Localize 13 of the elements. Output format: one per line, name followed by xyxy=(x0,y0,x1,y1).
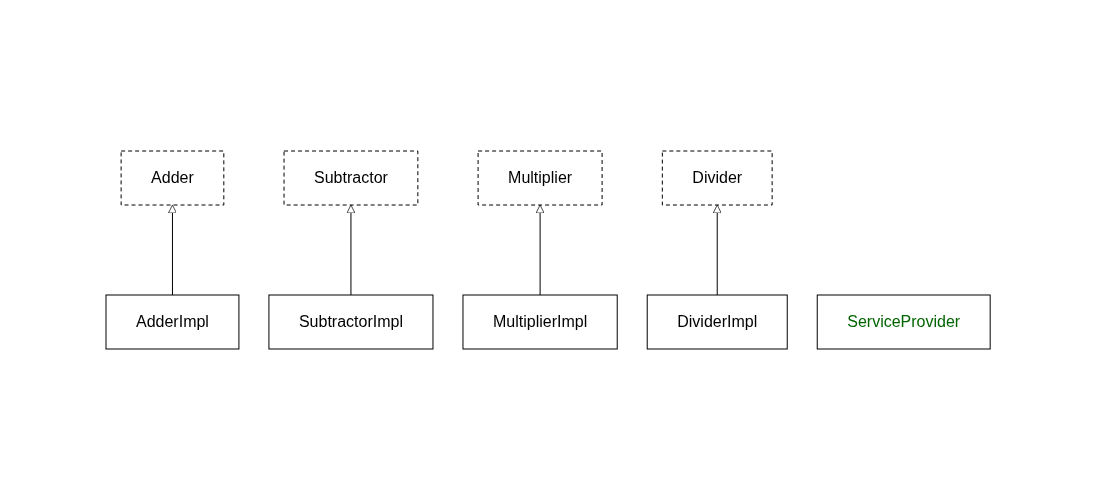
node-box: MultiplierImpl xyxy=(462,294,619,350)
node-box: SubtractorImpl xyxy=(268,294,434,350)
node-box: Adder xyxy=(121,150,225,206)
arrow xyxy=(536,204,545,296)
arrow xyxy=(346,204,356,296)
arrow xyxy=(713,204,723,296)
node-box: Multiplier xyxy=(478,150,603,206)
node-box: AdderImpl xyxy=(105,294,240,350)
node-box: DividerImpl xyxy=(647,294,789,350)
node-box: Divider xyxy=(662,150,774,206)
node-box: Subtractor xyxy=(283,150,419,206)
node-box: ServiceProvider xyxy=(817,294,992,350)
arrow xyxy=(168,204,178,296)
